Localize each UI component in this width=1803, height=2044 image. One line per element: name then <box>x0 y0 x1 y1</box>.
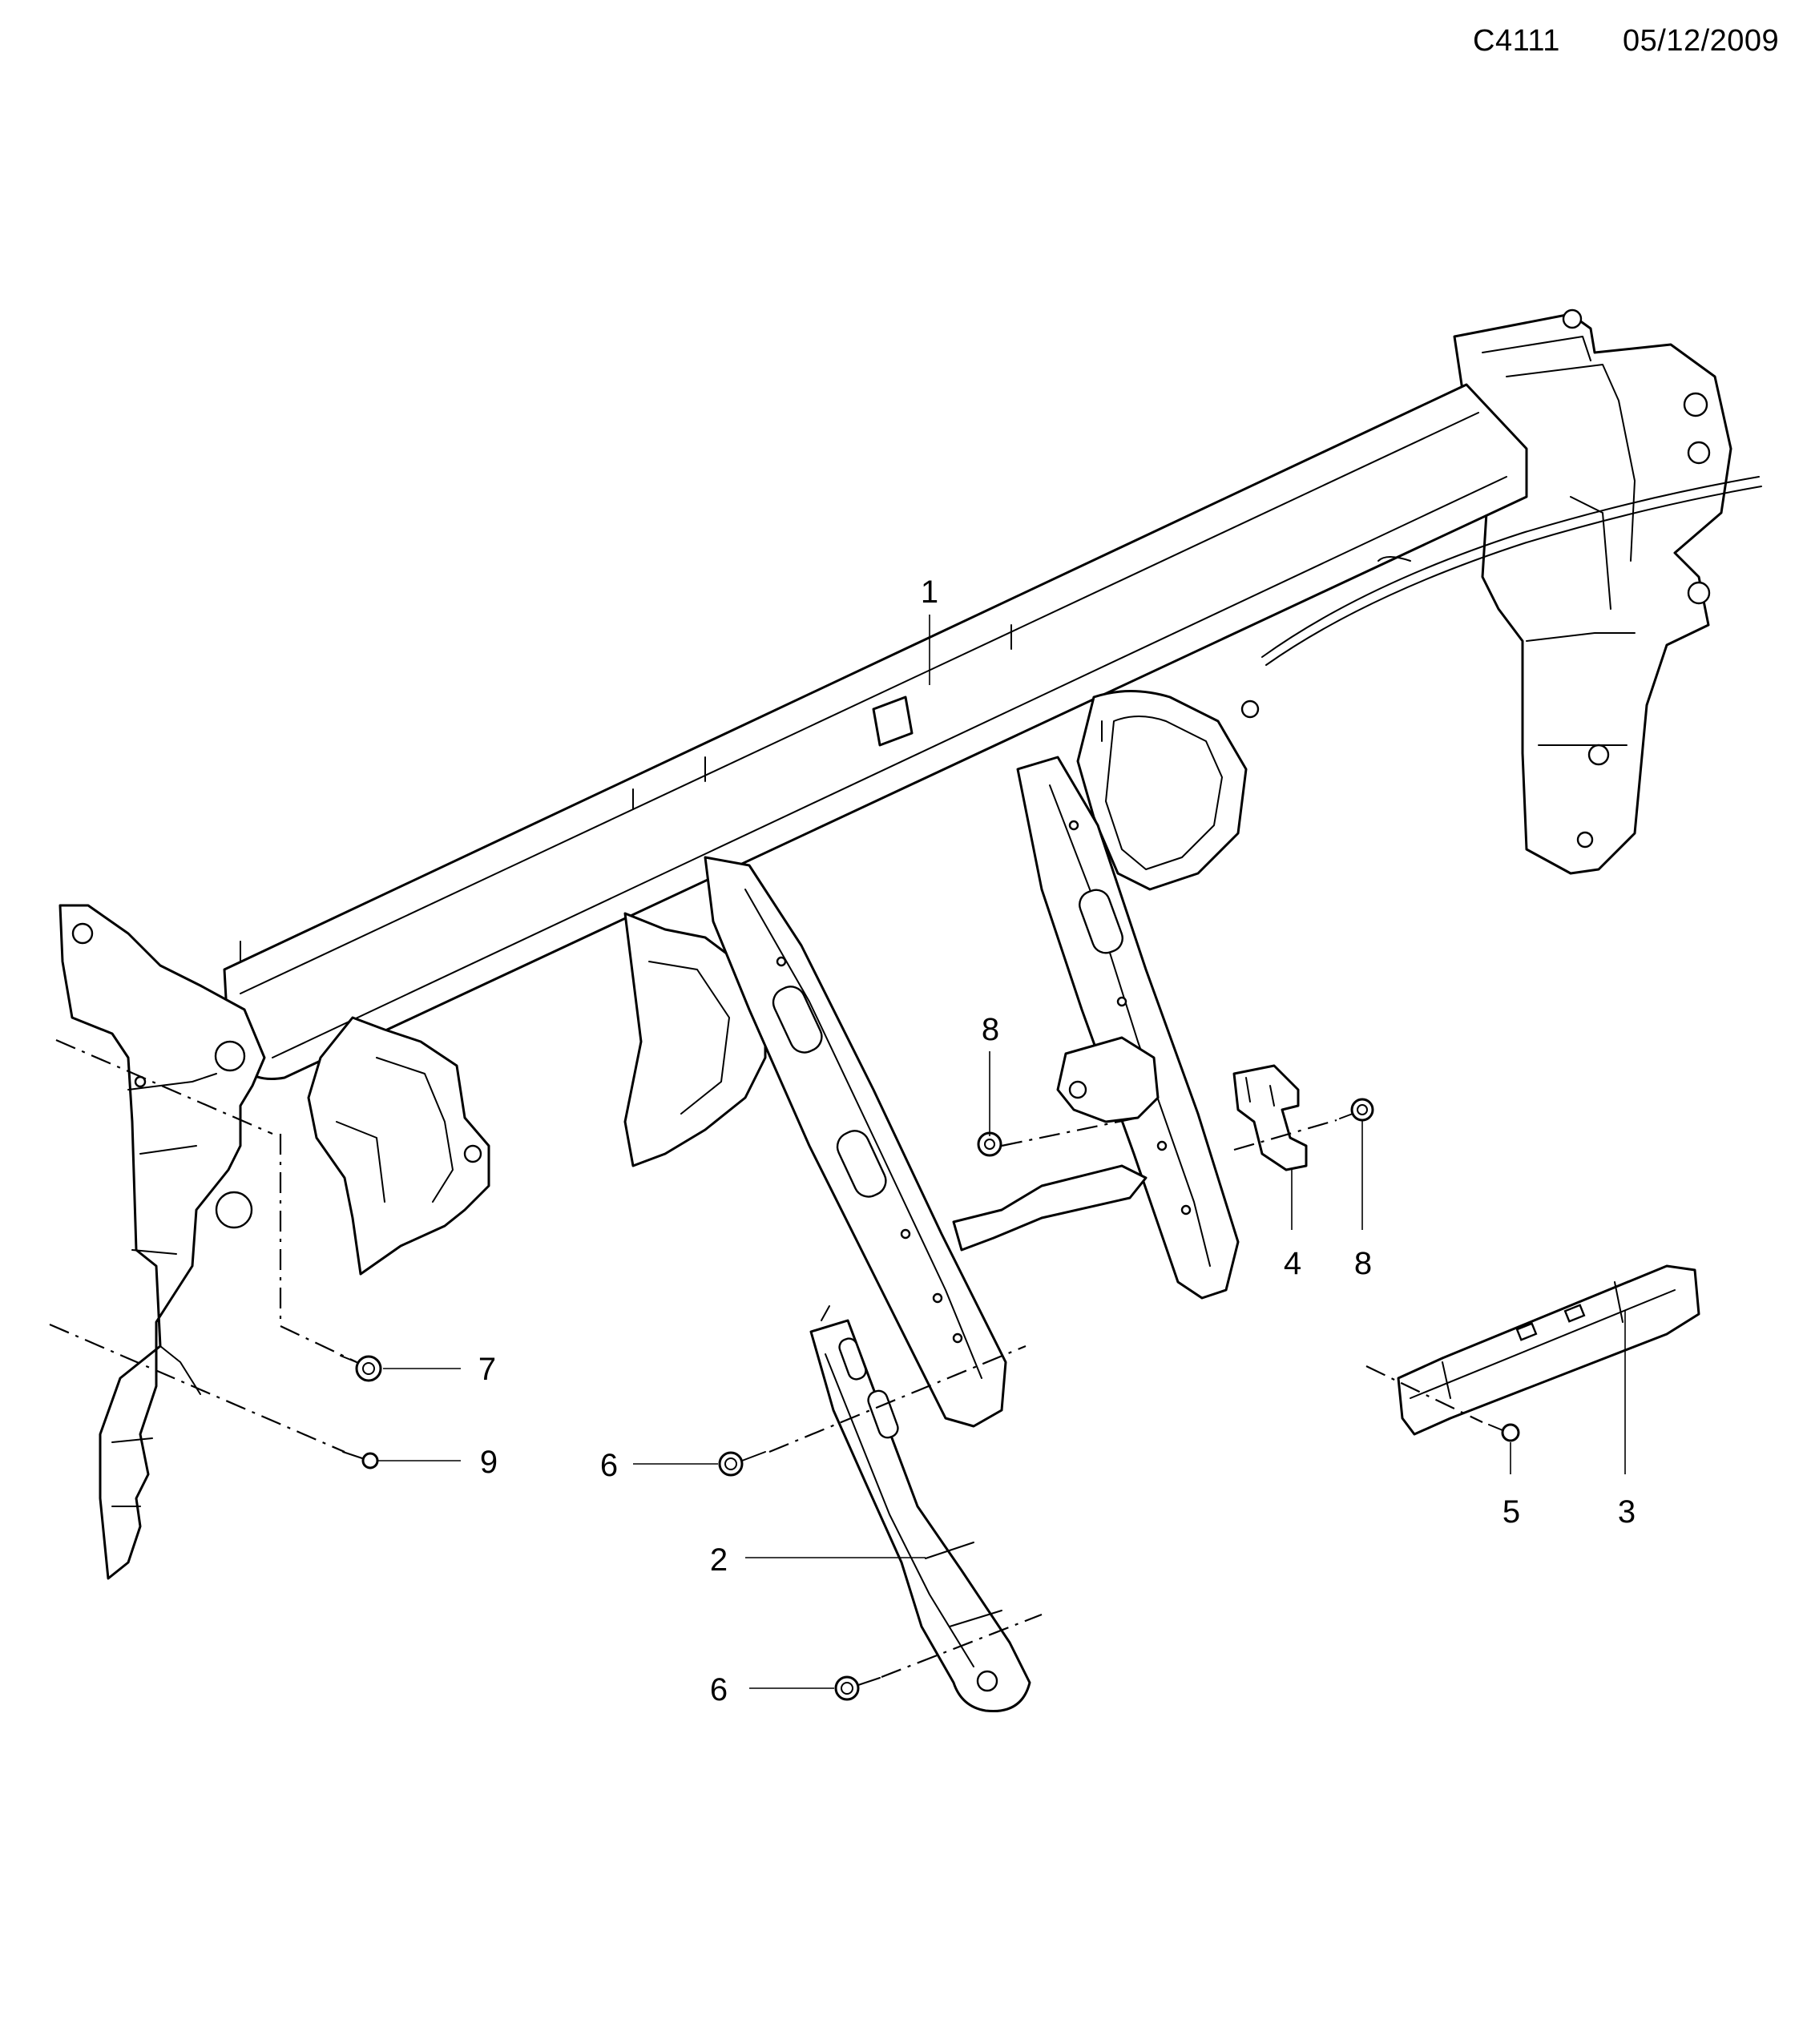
fastener-6-bolt-upper <box>718 1451 766 1477</box>
callout-8-left: 8 <box>982 1012 999 1047</box>
callout-7: 7 <box>478 1352 496 1387</box>
callout-3: 3 <box>1618 1494 1636 1530</box>
fastener-6-bolt-lower <box>834 1675 881 1701</box>
fastener-5-screw <box>1488 1423 1520 1442</box>
assembly-axes <box>49 1038 1483 1679</box>
callout-4: 4 <box>1284 1246 1301 1281</box>
fastener-7-bolt <box>340 1355 382 1382</box>
part-2-support-strut <box>809 1305 1031 1713</box>
callout-6-lower: 6 <box>710 1672 728 1707</box>
diagram-code: C4111 <box>1473 24 1560 58</box>
fastener-8-nut-left <box>977 1131 1002 1157</box>
part-4-clip <box>1232 1064 1308 1171</box>
mounting-bracket <box>952 1036 1160 1252</box>
callout-numbers: 1 2 3 4 5 6 6 7 8 8 9 <box>478 574 1636 1707</box>
fastener-9-screw <box>342 1451 379 1470</box>
callout-2: 2 <box>710 1542 728 1578</box>
callout-5: 5 <box>1502 1494 1520 1530</box>
callout-1: 1 <box>921 574 938 610</box>
callout-6-upper: 6 <box>600 1448 618 1483</box>
part-1-cross-car-beam <box>58 308 1762 1580</box>
diagram-date: 05/12/2009 <box>1623 24 1780 58</box>
fastener-8-nut-right <box>1339 1098 1374 1122</box>
part-3-rail <box>1397 1264 1700 1436</box>
leader-lines <box>378 615 1626 1689</box>
callout-8-right: 8 <box>1354 1246 1372 1281</box>
callout-9: 9 <box>480 1445 498 1480</box>
